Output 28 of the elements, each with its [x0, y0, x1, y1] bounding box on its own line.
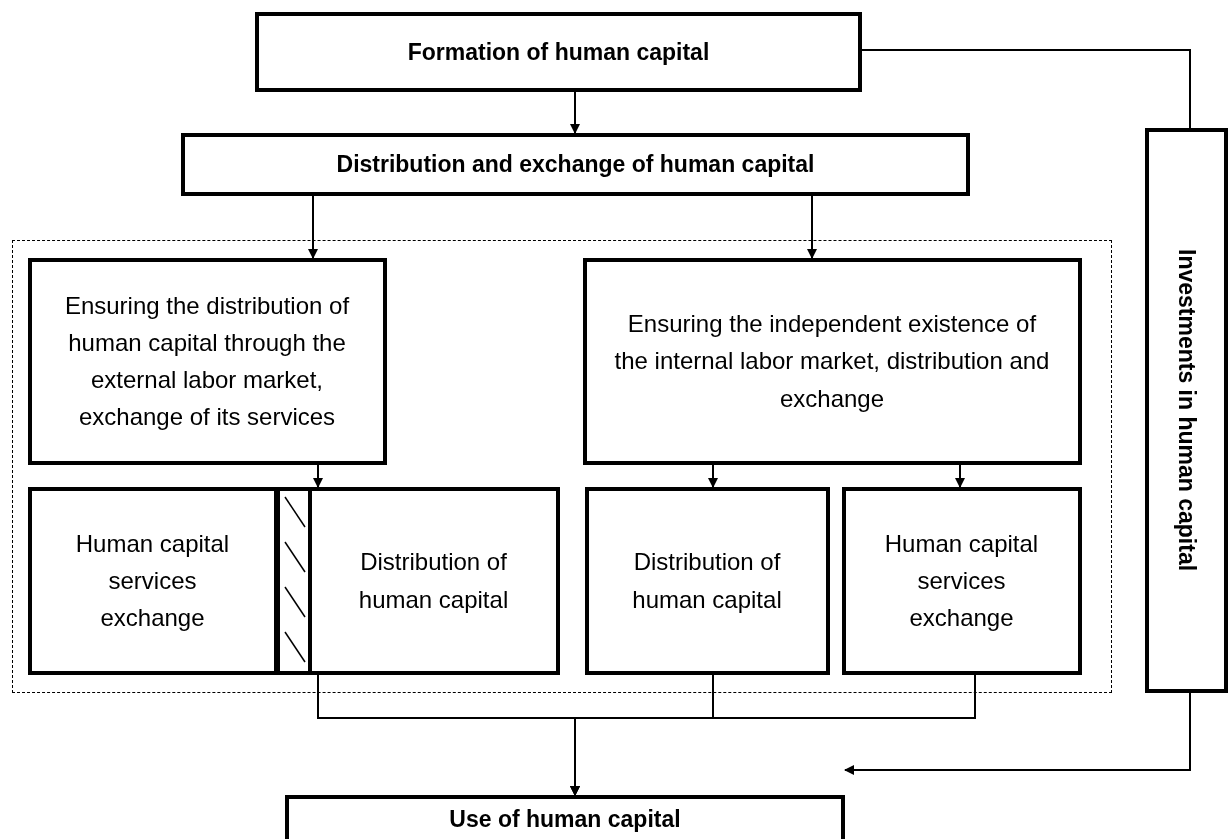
connector-line — [861, 49, 1191, 129]
box-label: Distribution and exchange of human capital — [336, 151, 815, 178]
arrow — [313, 464, 323, 488]
box-label: Human capital services exchange — [883, 528, 1040, 634]
box-label: Ensuring the independent existence of the internal labor market, distribution and exchange — [614, 309, 1050, 414]
box-label: Investments in human capital — [1173, 249, 1200, 572]
process-box — [27, 486, 278, 675]
process-box — [841, 486, 1082, 675]
process-box — [584, 486, 830, 675]
arrow — [807, 195, 817, 259]
arrow — [844, 692, 1191, 775]
arrow — [708, 464, 718, 488]
box-label: Distribution of human capital — [357, 547, 510, 615]
process-box — [255, 12, 862, 92]
arrow — [570, 91, 580, 134]
arrow — [955, 464, 965, 488]
dashed-group-box — [12, 240, 1112, 693]
box-label: Ensuring the distribution of human capital through the external labor market, exchange of its services — [63, 290, 351, 433]
arrow — [570, 674, 976, 796]
process-box — [582, 257, 1082, 465]
process-box — [181, 133, 970, 196]
process-box — [27, 257, 387, 465]
box-label: Distribution of human capital — [631, 547, 783, 615]
box-label: Formation of human capital — [407, 38, 710, 66]
box-label: Human capital services exchange — [74, 528, 231, 634]
arrow — [308, 195, 318, 259]
box-label: Use of human capital — [449, 806, 681, 833]
process-box — [1145, 128, 1228, 693]
